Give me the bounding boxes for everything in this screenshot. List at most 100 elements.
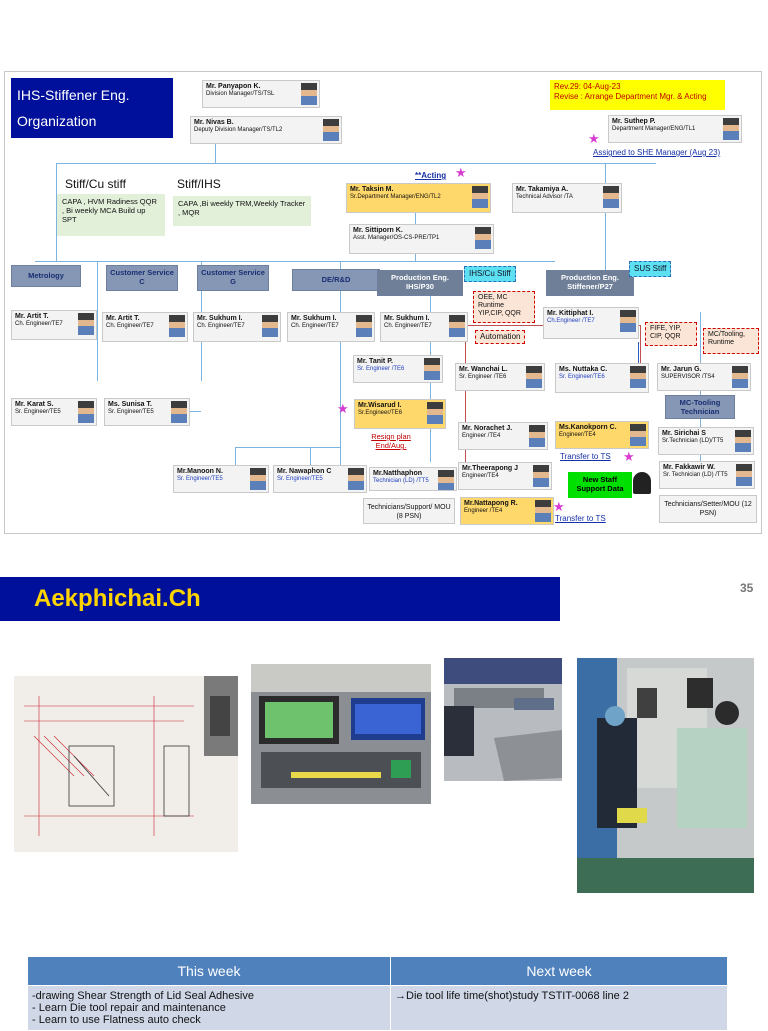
transfer-note: Transfer to TS [560, 452, 611, 461]
person-role: Sr. Technician (LD) /TT5 [663, 472, 728, 478]
org-title-line1: IHS-Stiffener Eng. [17, 87, 130, 103]
person-name: Ms. Sunisa T. [108, 401, 152, 408]
person-box: Mr. Artit T.Ch. Engineer/TE7 [102, 312, 188, 342]
person-photo [475, 227, 491, 249]
person-photo [736, 464, 752, 486]
this-week-item: - Learn to use Flatness auto check [32, 1014, 201, 1026]
person-name: Mr. Sukhum I. [291, 315, 337, 322]
person-role: Engineer/TE4 [559, 432, 596, 438]
stiff-cu-text: CAPA , HVM Radiness QQR , Bi weekly MCA … [57, 194, 165, 236]
person-role: Sr.Engineer/TE6 [358, 410, 403, 416]
person-role: Sr. Engineer/TE5 [108, 409, 154, 415]
person-role: Deputy Division Manager/TS/TL2 [194, 127, 283, 133]
person-name: Mr.Theerapong J [462, 465, 519, 472]
stiff-ihs-text: CAPA ,Bi weekly TRM,Weekly Tracker , MQR [173, 196, 311, 226]
person-box: Mr. Fakkawir W.Sr. Technician (LD) /TT5 [659, 461, 755, 489]
resign-note: Resign plan End/Aug. [371, 432, 411, 450]
tag-fife: FIFE, YIP, CIP, QQR [645, 322, 697, 346]
person-role: Technical Advisor /TA [516, 194, 573, 200]
person-role: Ch. Engineer/TE7 [15, 321, 63, 327]
person-name: Mr. Sukhum I. [197, 315, 243, 322]
drawing-photo [14, 676, 238, 852]
person-name: Mr.Wisarud I. [358, 402, 402, 409]
person-box: Mr.Manoon N.Sr. Engineer/TE5 [173, 465, 269, 493]
person-box: Mr. Kittiphat I.Ch.Engineer /TE7 [543, 307, 639, 339]
new-staff-box: New Staff Support Data [568, 472, 632, 498]
tag-oee: OEE, MC Runtime YIP,CIP, QQR [473, 291, 535, 323]
dept-de-rnd: DE/R&D [292, 269, 380, 291]
person-role: Engineer /TE4 [462, 433, 501, 439]
workstation-image [444, 658, 562, 781]
person-name: Mr. Kittiphat I. [547, 310, 594, 317]
revision-line1: Rev.29: 04-Aug-23 [554, 82, 621, 91]
person-photo [603, 186, 619, 208]
person-photo [171, 401, 187, 423]
person-role: Technician (LD) /TT5 [373, 478, 429, 484]
person-box: Mr. Artit T.Ch. Engineer/TE7 [11, 310, 97, 340]
person-role: Ch.Engineer /TE7 [547, 318, 595, 324]
person-role: Asst. Manager/OS-CS-PRE/TP1 [353, 235, 440, 241]
star-icon: ★ [337, 401, 349, 416]
person-box: Ms.Kanokporn C.Engineer/TE4 [555, 421, 649, 449]
person-name: Mr. Taksin M. [350, 186, 394, 193]
person-box: Mr. Sukhum I.Ch. Engineer/TE7 [193, 312, 281, 342]
dept-production-eng-stiffener: Production Eng. Stiffener/P27 [546, 270, 634, 296]
slide-title: Aekphichai.Ch [34, 585, 201, 612]
person-photo [323, 119, 339, 141]
person-name: Mr. Wanchai L. [459, 366, 508, 373]
person-name: Mr.Natthaphon [373, 470, 422, 477]
person-name: Mr. Sittiporn K. [353, 227, 403, 234]
revision-note: Rev.29: 04-Aug-23 Revise : Arrange Depar… [550, 80, 725, 110]
person-name: Mr. Sirichai S [662, 430, 706, 437]
person-name: Mr. Suthep P. [612, 118, 656, 125]
transfer-note: Transfer to TS [555, 514, 606, 523]
person-photo [449, 315, 465, 337]
person-photo [438, 470, 454, 490]
person-name: Mr. Nivas B. [194, 119, 234, 126]
person-photo [533, 465, 549, 487]
person-name: Mr. Artit T. [15, 313, 49, 320]
person-role: Sr. Engineer/TE6 [559, 374, 605, 380]
stiff-ihs-heading: Stiff/IHS [177, 177, 221, 191]
person-photo [427, 402, 443, 424]
person-box: Mr. Sukhum I.Ch. Engineer/TE7 [287, 312, 375, 342]
person-role: SUPERVISOR /TS4 [661, 374, 715, 380]
person-role: Engineer /TE4 [464, 508, 503, 514]
person-name: Mr.Manoon N. [177, 468, 223, 475]
person-box: Ms. Sunisa T.Sr. Engineer/TE5 [104, 398, 190, 426]
person-photo [472, 186, 488, 208]
this-week-item: - Learn Die tool repair and maintenance [32, 1002, 226, 1014]
person-role: Division Manager/TS/TSL [206, 91, 275, 97]
person-role: Sr.Department Manager/ENG/TL2 [350, 194, 441, 200]
person-box: Mr. Karat S.Sr. Engineer/TE5 [11, 398, 97, 426]
division-manager-box: Mr. Panyapon K. Division Manager/TS/TSL [202, 80, 320, 108]
placeholder-avatar [633, 472, 651, 494]
this-week-item: -drawing Shear Strength of Lid Seal Adhe… [32, 990, 254, 1002]
next-week-item: →Die tool life time(shot)study TSTIT-006… [395, 990, 629, 1002]
person-photo [735, 430, 751, 452]
department-manager-box: Mr. Suthep P. Department Manager/ENG/TL1 [608, 115, 742, 143]
person-name: Mr. Artit T. [106, 315, 140, 322]
person-role: Sr. Engineer/TE5 [277, 476, 323, 482]
machine-screen-photo [251, 664, 431, 804]
person-role: Sr. Engineer /TE6 [459, 374, 507, 380]
operators-photo [577, 658, 754, 893]
dept-production-eng-ihs: Production Eng. IHS/P30 [377, 270, 463, 296]
person-photo [630, 366, 646, 388]
person-name: Mr. Panyapon K. [206, 83, 261, 90]
next-week-cell: →Die tool life time(shot)study TSTIT-006… [390, 985, 728, 1031]
person-photo [529, 425, 545, 447]
slide-title-bar: Aekphichai.Ch [0, 577, 560, 621]
sr-department-manager-box: Mr. Taksin M. Sr.Department Manager/ENG/… [346, 183, 491, 213]
person-box: Mr. Sukhum I.Ch. Engineer/TE7 [380, 312, 468, 342]
person-photo [250, 468, 266, 490]
person-name: Mr. Takamiya A. [516, 186, 569, 193]
person-role: Ch. Engineer/TE7 [291, 323, 339, 329]
dept-customer-service-c: Customer Service C [106, 265, 178, 291]
person-box: Mr. Tanit P.Sr. Engineer /TE6 [353, 355, 443, 383]
star-icon: ★ [623, 449, 635, 464]
person-photo [723, 118, 739, 140]
